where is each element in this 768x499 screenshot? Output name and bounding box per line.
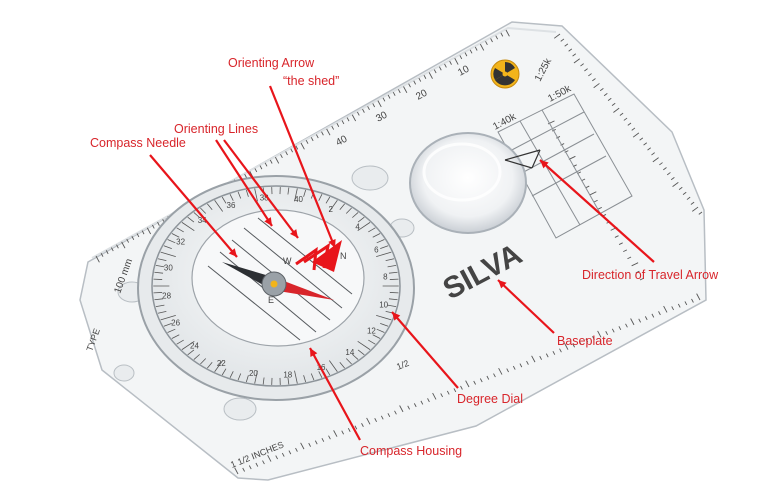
housing-letter-w: W [283, 256, 292, 266]
dial-number: 18 [283, 370, 292, 379]
dial-number: 10 [379, 300, 388, 309]
label-baseplate: Baseplate [557, 334, 613, 348]
dial-number: 6 [374, 246, 379, 255]
housing-letter-n: N [340, 251, 347, 261]
dial-number: 14 [345, 348, 354, 357]
label-the-shed: “the shed” [283, 74, 339, 88]
label-orienting-lines: Orienting Lines [174, 122, 258, 136]
dial-number: 40 [294, 195, 303, 204]
baseplate-hole [114, 365, 134, 381]
dial-number: 24 [190, 342, 199, 351]
dial-number: 36 [227, 201, 236, 210]
dial-number: 22 [217, 359, 226, 368]
dial-number: 8 [383, 272, 388, 281]
dial-number: 26 [171, 318, 180, 327]
dial-number: 28 [162, 292, 171, 301]
dial-number: 30 [164, 264, 173, 273]
dial-number: 32 [176, 238, 185, 247]
label-orienting-arrow: Orienting Arrow [228, 56, 314, 70]
dial-number: 2 [329, 205, 334, 214]
housing-letter-e: E [268, 295, 274, 305]
baseplate-hole [352, 166, 388, 190]
radiation-icon [491, 60, 519, 88]
label-compass-housing: Compass Housing [360, 444, 462, 458]
label-compass-needle: Compass Needle [90, 136, 186, 150]
label-degree-dial: Degree Dial [457, 392, 523, 406]
magnifier-lens [410, 133, 526, 233]
dial-number: 4 [355, 222, 360, 231]
dial-number: 20 [249, 369, 258, 378]
dial-number: 12 [367, 326, 376, 335]
baseplate-hole [224, 398, 256, 420]
label-direction-of-travel-arrow: Direction of Travel Arrow [582, 268, 718, 282]
